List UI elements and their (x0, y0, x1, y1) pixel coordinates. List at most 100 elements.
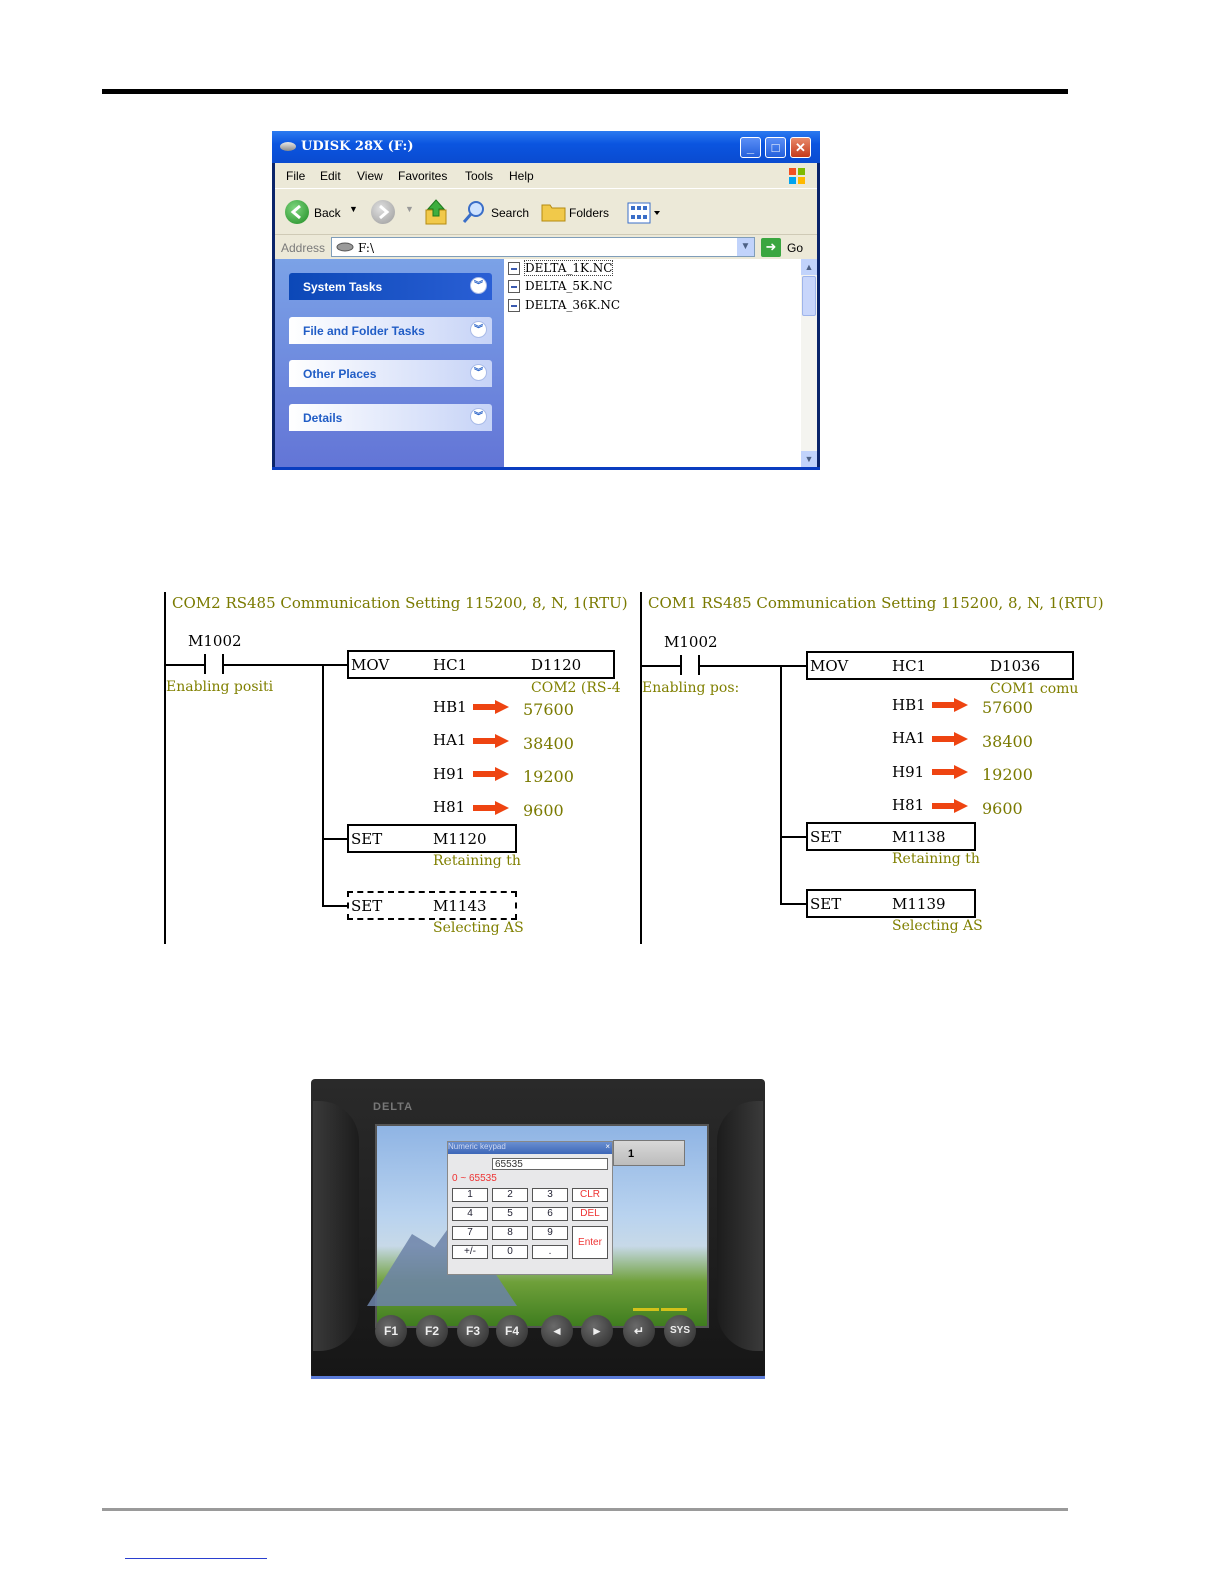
key-4[interactable]: 4 (452, 1207, 488, 1221)
hex-code: H91 (433, 765, 466, 783)
mov-note: COM1 comu (990, 681, 1079, 697)
numeric-display[interactable]: 1 (613, 1140, 685, 1166)
menu-tools[interactable]: Tools (465, 169, 494, 183)
address-input[interactable]: F:\ ▼ (331, 237, 755, 257)
f1-key[interactable]: F1 (375, 1315, 407, 1347)
hex-code: HB1 (433, 698, 467, 716)
vertical-scrollbar[interactable]: ▲ ▼ (801, 259, 817, 467)
key-3[interactable]: 3 (532, 1188, 568, 1202)
other-places-panel[interactable]: Other Places ︾ (289, 360, 492, 387)
scroll-up-icon[interactable]: ▲ (801, 259, 817, 275)
key-9[interactable]: 9 (532, 1226, 568, 1240)
f3-key[interactable]: F3 (457, 1315, 489, 1347)
key-6[interactable]: 6 (532, 1207, 568, 1221)
set-instruction (806, 889, 976, 918)
maximize-button[interactable]: □ (765, 137, 786, 158)
contact-note: Enabling positi (166, 679, 274, 695)
back-arrow-icon[interactable] (285, 200, 309, 224)
drive-icon (280, 142, 296, 151)
set-device: M1143 (433, 897, 487, 915)
set-op: SET (810, 895, 842, 913)
address-dropdown-icon[interactable]: ▼ (737, 238, 754, 256)
forward-arrow-icon[interactable] (371, 200, 395, 224)
keypad-input[interactable]: 65535 (492, 1158, 608, 1170)
key-1[interactable]: 1 (452, 1188, 488, 1202)
f4-key[interactable]: F4 (496, 1315, 528, 1347)
baud-rate: 57600 (523, 700, 574, 719)
key-7[interactable]: 7 (452, 1226, 488, 1240)
status-led (633, 1308, 659, 1311)
footer-link-underline (125, 1558, 267, 1559)
hmi-screen[interactable]: Numeric keypad × 65535 0 ~ 65535 1 2 3 C… (367, 1124, 709, 1328)
minimize-button[interactable]: _ (740, 137, 761, 158)
menu-help[interactable]: Help (509, 169, 534, 183)
key-0[interactable]: 0 (492, 1245, 528, 1259)
file-folder-tasks-panel[interactable]: File and Folder Tasks ︾ (289, 317, 492, 344)
set-device: M1139 (892, 895, 946, 913)
mov-instruction (806, 651, 1074, 680)
menu-edit[interactable]: Edit (320, 169, 341, 183)
key-sign[interactable]: +/- (452, 1245, 488, 1259)
contact-symbol (222, 654, 224, 674)
key-5[interactable]: 5 (492, 1207, 528, 1221)
keypad-title-bar: Numeric keypad × (448, 1142, 612, 1154)
address-label: Address (281, 241, 326, 255)
set-instruction (347, 824, 517, 853)
folders-icon[interactable] (541, 201, 567, 223)
system-tasks-panel[interactable]: System Tasks ︾ (289, 273, 492, 300)
right-arrow-icon (473, 734, 509, 748)
scroll-down-icon[interactable]: ▼ (801, 451, 817, 467)
enter-key[interactable]: ↵ (623, 1315, 655, 1347)
key-dot[interactable]: . (532, 1245, 568, 1259)
go-arrow-icon[interactable]: ➜ (761, 238, 781, 257)
right-key[interactable]: ► (581, 1315, 613, 1347)
branch-wire (780, 836, 806, 838)
f2-key[interactable]: F2 (416, 1315, 448, 1347)
key-del[interactable]: DEL (572, 1207, 608, 1221)
right-arrow-icon (932, 799, 968, 813)
key-clr[interactable]: CLR (572, 1188, 608, 1202)
baud-rate: 19200 (982, 765, 1033, 784)
back-button[interactable]: Back (314, 206, 341, 220)
title-bar[interactable]: UDISK 28X (F:) _ □ ✕ (272, 131, 820, 163)
details-panel[interactable]: Details ︾ (289, 404, 492, 431)
key-8[interactable]: 8 (492, 1226, 528, 1240)
expand-chevron-icon[interactable]: ︾ (470, 321, 487, 338)
branch-wire (322, 664, 324, 905)
sys-key[interactable]: SYS (664, 1315, 696, 1347)
forward-dropdown-icon[interactable]: ▼ (405, 204, 414, 214)
address-bar: Address F:\ ▼ ➜ Go (275, 234, 817, 260)
set-device: M1120 (433, 830, 487, 848)
expand-chevron-icon[interactable]: ︾ (470, 277, 487, 294)
baud-rate: 38400 (523, 734, 574, 753)
views-icon[interactable] (627, 202, 661, 224)
contact-symbol (204, 654, 206, 674)
back-dropdown-icon[interactable]: ▼ (349, 204, 358, 214)
expand-chevron-icon[interactable]: ︾ (470, 408, 487, 425)
folders-button[interactable]: Folders (569, 206, 610, 220)
menu-favorites[interactable]: Favorites (398, 169, 448, 183)
go-button[interactable]: Go (787, 241, 804, 255)
up-folder-icon[interactable] (423, 198, 449, 226)
brand-logo: DELTA (373, 1101, 414, 1113)
key-enter[interactable]: Enter (572, 1226, 608, 1259)
right-arrow-icon (473, 700, 509, 714)
file-list: DELTA_1K.NC DELTA_5K.NC DELTA_36K.NC ▲ ▼ (504, 259, 817, 467)
file-icon (508, 280, 520, 293)
rung-comment: COM2 RS485 Communication Setting 115200,… (172, 594, 628, 612)
menu-file[interactable]: File (286, 169, 306, 183)
search-button[interactable]: Search (491, 206, 530, 220)
power-rail (640, 592, 642, 944)
menu-view[interactable]: View (357, 169, 383, 183)
left-key[interactable]: ◄ (541, 1315, 573, 1347)
scroll-thumb[interactable] (802, 276, 816, 316)
search-icon[interactable] (461, 199, 487, 225)
rung-wire (164, 664, 204, 666)
contact-symbol (680, 655, 682, 675)
close-icon[interactable]: × (605, 1142, 610, 1151)
key-2[interactable]: 2 (492, 1188, 528, 1202)
expand-chevron-icon[interactable]: ︾ (470, 364, 487, 381)
bottom-rule (102, 1508, 1068, 1511)
close-button[interactable]: ✕ (790, 137, 811, 158)
baud-rate: 57600 (982, 698, 1033, 717)
